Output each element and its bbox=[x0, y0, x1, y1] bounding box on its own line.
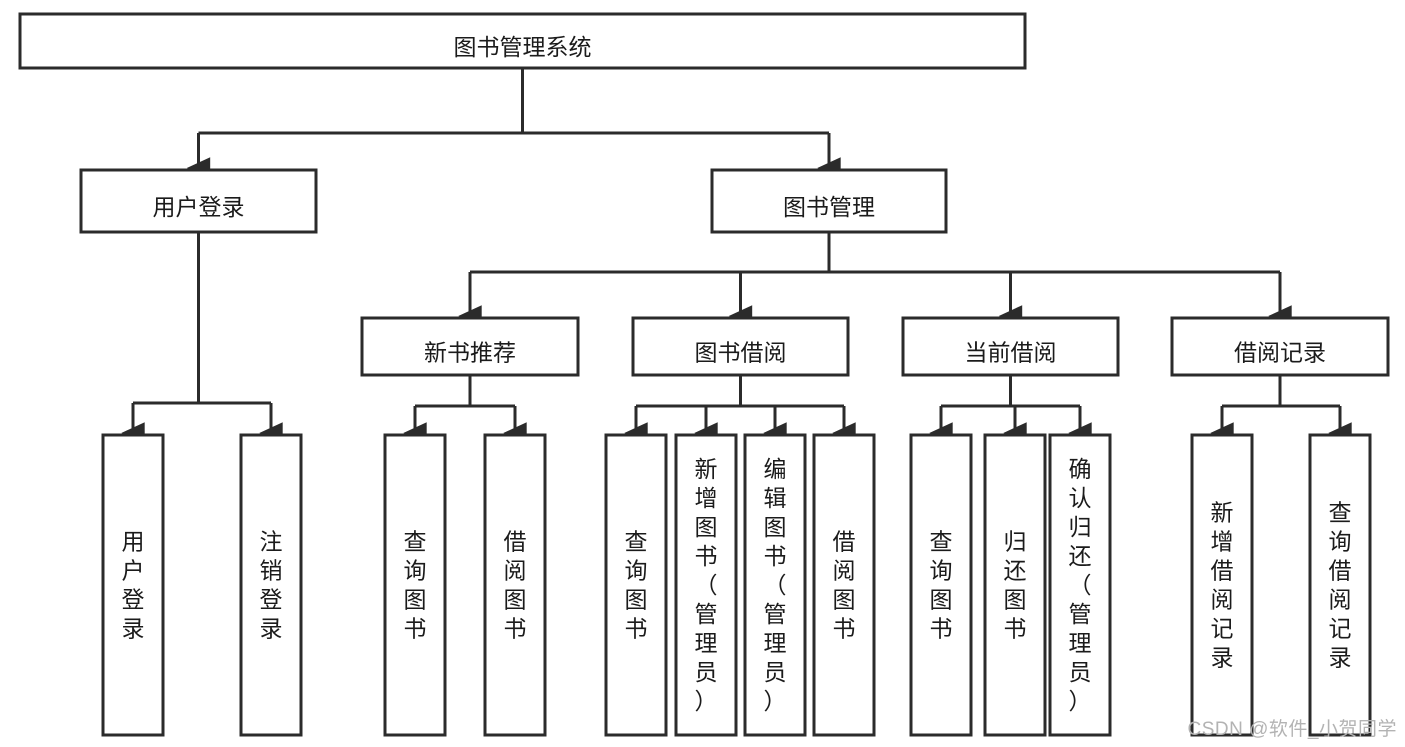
node-book-borrow[interactable]: 图书借阅 bbox=[631, 316, 850, 377]
node-box[interactable] bbox=[674, 433, 738, 737]
node-box[interactable] bbox=[1048, 433, 1112, 737]
node-box[interactable] bbox=[1170, 316, 1390, 377]
node-leaf-query-borrow-record[interactable]: 查询借阅记录 bbox=[1308, 433, 1372, 737]
node-label: 图书管理系统 bbox=[454, 34, 592, 60]
node-box[interactable] bbox=[743, 433, 807, 737]
node-label: 注销登录 bbox=[260, 529, 283, 642]
node-book-management[interactable]: 图书管理 bbox=[710, 168, 948, 234]
node-label: 新增借阅记录 bbox=[1211, 500, 1234, 671]
node-leaf-confirm-return-admin[interactable]: 确认归还（管理员） bbox=[1048, 433, 1112, 737]
node-leaf-query-book-1[interactable]: 查询图书 bbox=[383, 433, 447, 737]
node-label: 借阅记录 bbox=[1234, 340, 1326, 366]
node-leaf-borrow-book-1[interactable]: 借阅图书 bbox=[483, 433, 547, 737]
connectors-layer bbox=[121, 68, 1352, 444]
node-box[interactable] bbox=[812, 433, 876, 737]
node-user-login[interactable]: 用户登录 bbox=[79, 168, 318, 234]
node-label: 图书管理 bbox=[783, 194, 875, 220]
node-label: 当前借阅 bbox=[965, 340, 1057, 366]
node-leaf-query-book-3[interactable]: 查询图书 bbox=[909, 433, 973, 737]
node-new-book-recommend[interactable]: 新书推荐 bbox=[360, 316, 580, 377]
node-leaf-borrow-book-2[interactable]: 借阅图书 bbox=[812, 433, 876, 737]
node-label: 确认归还（管理员） bbox=[1069, 456, 1092, 714]
node-box[interactable] bbox=[383, 433, 447, 737]
node-box[interactable] bbox=[79, 168, 318, 234]
node-box[interactable] bbox=[983, 433, 1047, 737]
node-box[interactable] bbox=[604, 433, 668, 737]
node-root-root[interactable]: 图书管理系统 bbox=[18, 12, 1027, 70]
node-label: 查询图书 bbox=[930, 529, 953, 642]
node-label: 图书借阅 bbox=[695, 340, 787, 366]
node-borrow-record[interactable]: 借阅记录 bbox=[1170, 316, 1390, 377]
nodes-layer: 图书管理系统用户登录图书管理新书推荐图书借阅当前借阅借阅记录用户登录注销登录查询… bbox=[18, 12, 1390, 737]
node-box[interactable] bbox=[18, 12, 1027, 70]
node-label: 借阅图书 bbox=[833, 529, 856, 642]
node-leaf-user-login[interactable]: 用户登录 bbox=[101, 433, 165, 737]
node-box[interactable] bbox=[1308, 433, 1372, 737]
node-label: 查询图书 bbox=[625, 529, 648, 642]
node-label: 编辑图书（管理员） bbox=[764, 456, 787, 714]
node-label: 归还图书 bbox=[1004, 529, 1027, 642]
node-current-borrow[interactable]: 当前借阅 bbox=[901, 316, 1120, 377]
watermark-text: CSDN @软件_小贺同学 bbox=[1187, 719, 1397, 740]
node-box[interactable] bbox=[360, 316, 580, 377]
node-label: 借阅图书 bbox=[504, 529, 527, 642]
node-box[interactable] bbox=[483, 433, 547, 737]
node-label: 新书推荐 bbox=[424, 340, 516, 366]
node-label: 新增图书（管理员） bbox=[695, 456, 718, 714]
node-leaf-logout-login[interactable]: 注销登录 bbox=[239, 433, 303, 737]
node-box[interactable] bbox=[1190, 433, 1254, 737]
node-label: 用户登录 bbox=[122, 529, 145, 642]
node-label: 查询图书 bbox=[404, 529, 427, 642]
node-leaf-add-borrow-record[interactable]: 新增借阅记录 bbox=[1190, 433, 1254, 737]
node-label: 查询借阅记录 bbox=[1329, 500, 1352, 671]
node-label: 用户登录 bbox=[153, 194, 245, 220]
node-leaf-return-book[interactable]: 归还图书 bbox=[983, 433, 1047, 737]
node-leaf-query-book-2[interactable]: 查询图书 bbox=[604, 433, 668, 737]
node-box[interactable] bbox=[901, 316, 1120, 377]
node-box[interactable] bbox=[101, 433, 165, 737]
node-box[interactable] bbox=[710, 168, 948, 234]
node-box[interactable] bbox=[909, 433, 973, 737]
node-leaf-edit-book-admin[interactable]: 编辑图书（管理员） bbox=[743, 433, 807, 737]
node-box[interactable] bbox=[239, 433, 303, 737]
node-leaf-add-book-admin[interactable]: 新增图书（管理员） bbox=[674, 433, 738, 737]
node-box[interactable] bbox=[631, 316, 850, 377]
